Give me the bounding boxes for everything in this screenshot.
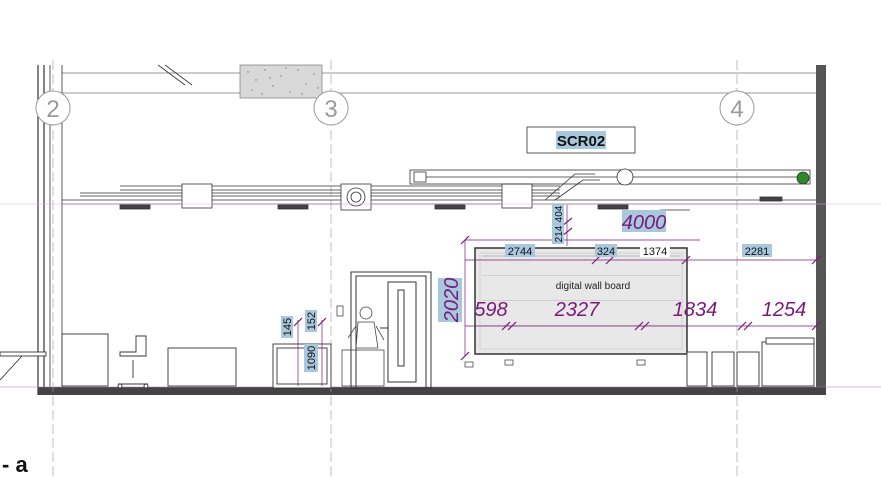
dim-top-2: 324 bbox=[597, 246, 615, 258]
dim-switch-a: 145 bbox=[282, 318, 294, 336]
door bbox=[350, 271, 432, 389]
dim-stack-a: 214 bbox=[554, 225, 565, 242]
grid-label-4: 4 bbox=[730, 96, 743, 123]
dim-stack-bg bbox=[552, 204, 564, 244]
dim-top-offset-bg bbox=[622, 210, 666, 232]
dim-switch-b: 152 bbox=[306, 312, 318, 330]
floor-slab bbox=[38, 387, 826, 395]
grid-label-3: 3 bbox=[324, 96, 337, 123]
grid-bubble-4: 4 bbox=[719, 90, 755, 126]
dimension-lines bbox=[0, 203, 881, 386]
view-label: - a bbox=[2, 452, 28, 477]
dim-bottom-2: 2327 bbox=[554, 299, 600, 321]
room-tag-label: SCR02 bbox=[557, 133, 605, 150]
dim-top-4: 2281 bbox=[745, 246, 769, 258]
dim-switch-height: 1090 bbox=[306, 346, 318, 370]
grid-bubble-2: 2 bbox=[35, 90, 71, 126]
ceiling-texture bbox=[247, 67, 319, 95]
dimension-ticks bbox=[293, 217, 821, 361]
dim-bottom-4: 1254 bbox=[762, 299, 807, 321]
dim-top-2-bg bbox=[595, 244, 617, 257]
dim-bottom-1: 598 bbox=[474, 299, 507, 321]
dim-switch-height-bg bbox=[304, 344, 318, 372]
dim-board-height: 2020 bbox=[441, 278, 463, 324]
dim-board-height-bg bbox=[438, 278, 462, 322]
right-wall bbox=[816, 65, 826, 393]
dim-top-4-bg bbox=[742, 244, 772, 257]
dim-switch-a-bg bbox=[281, 316, 293, 338]
dim-stack-b: 404 bbox=[554, 205, 565, 222]
room-tag: SCR02 bbox=[526, 126, 636, 154]
grid-label-2: 2 bbox=[46, 96, 59, 123]
board-texture bbox=[482, 255, 680, 326]
ceiling-hatch bbox=[239, 64, 323, 99]
wall-sockets bbox=[336, 305, 646, 368]
dim-top-3-bg bbox=[640, 244, 670, 257]
dim-top-3: 1374 bbox=[643, 246, 667, 258]
dim-top-1: 2744 bbox=[508, 246, 532, 258]
grid-bubble-3: 3 bbox=[313, 90, 349, 126]
structure bbox=[0, 64, 881, 395]
dim-switch-b-bg bbox=[305, 310, 317, 332]
person-figure bbox=[341, 306, 385, 387]
dim-top-1-bg bbox=[505, 244, 535, 257]
dim-top-offset: 4000 bbox=[622, 212, 667, 234]
furniture bbox=[0, 333, 815, 389]
board-label: digital wall board bbox=[556, 281, 631, 292]
dim-bottom-3: 1834 bbox=[673, 299, 718, 321]
